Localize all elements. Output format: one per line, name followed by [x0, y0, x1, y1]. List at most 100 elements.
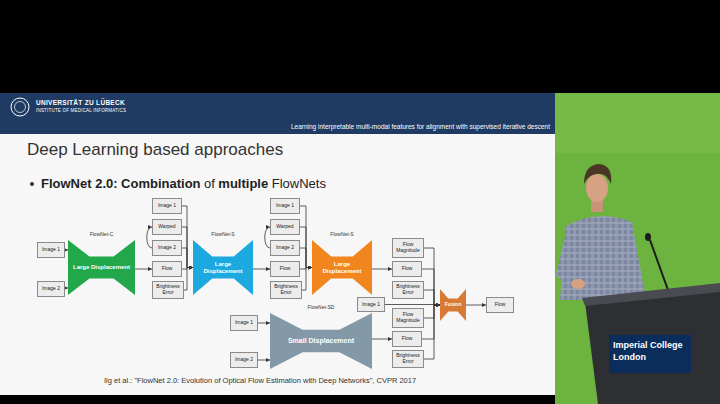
flow-arrow [182, 227, 193, 268]
data-box: Image 2 [152, 240, 182, 256]
flow-arrow [424, 248, 440, 305]
box-text: Brightness Error [153, 284, 183, 295]
flow-arrow [182, 248, 193, 268]
flow-arrow [372, 339, 392, 340]
flow-arrow [424, 290, 440, 305]
data-box: Brightness Error [270, 281, 302, 299]
box-text: Flow Magnitude [393, 242, 423, 253]
slide-title: Deep Learning based approaches [27, 140, 283, 160]
network-body-text: Fusion [445, 302, 461, 308]
network-fill [193, 240, 253, 295]
flow-arrow [372, 269, 392, 270]
data-box: Brightness Error [392, 281, 424, 299]
data-box: Image 2 [230, 352, 258, 368]
box-text: Image 1 [157, 203, 177, 209]
college-logo-panel [609, 335, 691, 373]
data-box: Flow [270, 261, 300, 277]
box-text: Flow [401, 266, 414, 272]
microphone-stand [650, 240, 668, 290]
bullet-text: FlowNets [272, 176, 326, 191]
citation-wrap: Ilg et al.: "FlowNet 2.0: Evolution of O… [104, 376, 416, 385]
network-fill [270, 313, 372, 369]
university-name: UNIVERSITÄT ZU LÜBECK [36, 99, 125, 106]
talk-title-wrap: Learning interpretable multi-modal featu… [291, 123, 550, 130]
flow-arrow [65, 288, 68, 289]
data-box: Warped [270, 219, 300, 235]
college-name: Imperial College [613, 340, 683, 350]
box-text: Brightness Error [393, 284, 423, 295]
bullet-dot [30, 182, 34, 186]
network-shape: FlowNet-SDSmall Displacement [270, 313, 372, 369]
data-box: Image 1 [152, 198, 182, 214]
box-text: Brightness Error [271, 284, 301, 295]
institute-name-wrap: INSTITUTE OF MEDICAL INFORMATICS [36, 108, 126, 113]
flow-arrow [182, 206, 193, 268]
college-city: London [613, 352, 646, 362]
data-box: Image 2 [37, 281, 65, 297]
data-box: Flow [152, 261, 182, 277]
box-text: Image 2 [41, 286, 61, 292]
network-fill [312, 240, 372, 295]
bullet-text: of [204, 176, 215, 191]
box-text: Image 1 [361, 302, 381, 308]
network-body-text: Large Displacement [314, 261, 370, 274]
network-name-wrap: FlowNet-S [183, 232, 263, 237]
data-box: Image 1 [37, 242, 65, 258]
data-box: Image 1 [357, 297, 385, 312]
microphone [645, 233, 651, 241]
flow-arrow [258, 360, 270, 361]
flow-arrow [302, 268, 312, 291]
network-name: FlowNet-S [302, 232, 382, 237]
network-shape: FlowNet-SLarge Displacement [312, 240, 372, 295]
stage-backdrop [555, 93, 720, 404]
flow-arrow [65, 250, 68, 251]
network-body-text: Small Displacement [288, 337, 354, 345]
network-name: FlowNet-SD [260, 305, 382, 310]
flow-arrow [424, 305, 440, 359]
data-box: Image 1 [230, 315, 258, 331]
network-shape: Fusion [440, 289, 466, 321]
bullet-row: FlowNet 2.0:CombinationofmultipleFlowNet… [30, 176, 329, 191]
data-box: Flow Magnitude [392, 238, 424, 258]
box-text: Brightness Error [393, 353, 423, 364]
flow-arrow [300, 227, 312, 268]
box-text: Warped [275, 224, 294, 230]
college-city-wrap: London [613, 352, 646, 362]
bullet-text: multiple [218, 176, 268, 191]
flow-arrow [135, 269, 152, 270]
data-box: Flow Magnitude [392, 308, 424, 328]
data-box: Flow [486, 297, 514, 313]
box-text: Warped [157, 224, 176, 230]
flow-arrow [300, 248, 312, 268]
flow-arrow [258, 323, 270, 324]
box-text: Image 2 [275, 245, 295, 251]
citation: Ilg et al.: "FlowNet 2.0: Evolution of O… [104, 376, 416, 385]
data-box: Flow [392, 261, 422, 277]
network-shape: FlowNet-CLarge Displacement [68, 240, 135, 295]
speaker-hair [584, 164, 611, 184]
data-box: Brightness Error [152, 281, 184, 299]
box-text: Image 1 [275, 203, 295, 209]
flow-arrow [466, 305, 486, 306]
data-box: Warped [152, 219, 182, 235]
box-text: Flow [161, 266, 174, 272]
box-text: Flow [279, 266, 292, 272]
network-body-text: Large Displacement [73, 264, 130, 271]
college-name-wrap: Imperial College [613, 340, 683, 350]
data-box: Image 2 [270, 240, 300, 256]
flow-arrow [300, 206, 312, 268]
slide-background [0, 93, 555, 395]
data-box: Flow [392, 331, 422, 347]
box-text: Flow [494, 302, 507, 308]
data-box: Brightness Error [392, 350, 424, 368]
flow-arrow [184, 268, 193, 291]
network-name-wrap: FlowNet-C [58, 232, 145, 237]
data-box: Image 1 [270, 198, 300, 214]
flow-arrow [385, 304, 440, 306]
institute-name: INSTITUTE OF MEDICAL INFORMATICS [36, 108, 126, 113]
network-name: FlowNet-C [58, 232, 145, 237]
flow-arrow [424, 305, 440, 318]
network-body-text: Large Displacement [195, 261, 251, 274]
